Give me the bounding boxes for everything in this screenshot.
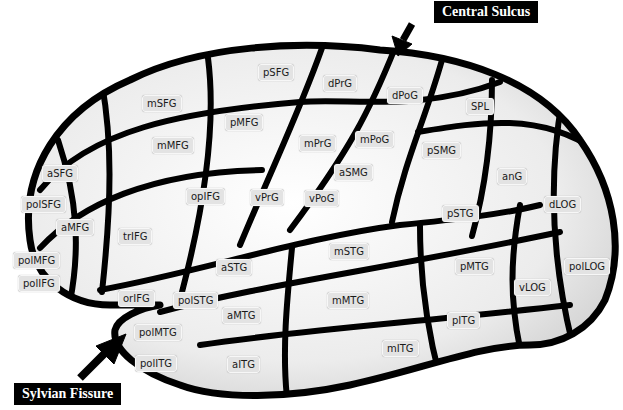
region-name: pMTG: [460, 261, 489, 272]
region-label: pMFG: [225, 114, 263, 131]
region-label: aSTG: [216, 259, 252, 276]
region-label: vLOG: [514, 279, 551, 296]
region-label: vPrG: [250, 189, 284, 206]
region-name: aSMG: [339, 167, 368, 178]
region-label: mSFG: [142, 95, 182, 112]
region-label: vPoG: [304, 190, 339, 207]
region-name: mSFG: [147, 98, 177, 109]
pointer-arrow: [80, 334, 126, 378]
region-label: mMFG: [152, 137, 194, 154]
region-name: dPrG: [328, 78, 352, 89]
region-name: vLOG: [519, 282, 546, 293]
region-name: polIFG: [23, 278, 55, 289]
region-name: mSTG: [334, 246, 364, 257]
region-label: pSMG: [422, 142, 461, 159]
region-name: pSFG: [263, 67, 289, 78]
region-label: mMTG: [327, 292, 369, 309]
region-name: polMFG: [18, 255, 55, 266]
brain-outline: [28, 45, 615, 395]
region-label: orIFG: [118, 290, 155, 307]
region-label: aMFG: [56, 219, 94, 236]
callout-box: Central Sulcus: [434, 1, 538, 23]
region-label: mPrG: [299, 135, 336, 152]
region-label: polITG: [135, 355, 177, 372]
region-name: orIFG: [123, 293, 150, 304]
region-label: dPrG: [323, 75, 357, 92]
region-label: aSMG: [334, 164, 373, 181]
region-name: aMTG: [227, 310, 256, 321]
region-name: opIFG: [191, 191, 220, 202]
region-label: pITG: [447, 312, 480, 329]
region-name: polLOG: [569, 261, 605, 272]
region-label: polIFG: [18, 275, 60, 292]
region-name: aITG: [232, 359, 255, 370]
region-label: pSTG: [442, 205, 479, 222]
region-name: mPrG: [304, 138, 331, 149]
region-name: mPoG: [360, 134, 389, 145]
region-label: pMTG: [455, 258, 494, 275]
region-label: polSFG: [21, 196, 66, 213]
region-name: polSTG: [178, 295, 213, 306]
region-label: mSTG: [329, 243, 369, 260]
region-label: aITG: [227, 356, 260, 373]
region-name: pSTG: [447, 208, 474, 219]
region-label: polLOG: [564, 258, 610, 275]
region-label: pSFG: [258, 64, 294, 81]
region-name: anG: [502, 171, 522, 182]
region-label: opIFG: [186, 188, 225, 205]
region-name: pITG: [452, 315, 475, 326]
region-label: mPoG: [355, 131, 394, 148]
region-name: mMFG: [157, 140, 189, 151]
region-name: pSMG: [427, 145, 456, 156]
region-name: dPoG: [392, 90, 418, 101]
region-label: polSTG: [173, 292, 218, 309]
region-name: aMFG: [61, 222, 89, 233]
region-label: dPoG: [387, 87, 423, 104]
region-name: trIFG: [123, 231, 147, 242]
region-label: polMTG: [134, 324, 182, 341]
pointer-arrow: [392, 24, 412, 56]
region-name: polITG: [140, 358, 172, 369]
region-name: mMTG: [332, 295, 364, 306]
region-label: SPL: [466, 98, 494, 115]
region-name: polSFG: [26, 199, 61, 210]
region-label: dLOG: [544, 196, 581, 213]
callout-box: Sylvian Fissure: [14, 383, 121, 405]
region-label: polMFG: [13, 252, 60, 269]
region-name: vPoG: [309, 193, 334, 204]
region-name: SPL: [471, 101, 489, 112]
region-name: mITG: [387, 343, 414, 354]
region-label: aSFG: [42, 165, 78, 182]
region-name: aSTG: [221, 262, 247, 273]
region-name: polMTG: [139, 327, 177, 338]
callout-text: Central Sulcus: [442, 4, 530, 20]
region-name: pMFG: [230, 117, 258, 128]
region-label: mITG: [382, 340, 419, 357]
region-name: vPrG: [255, 192, 279, 203]
region-name: aSFG: [47, 168, 73, 179]
region-label: trIFG: [118, 228, 152, 245]
callout-text: Sylvian Fissure: [22, 386, 113, 402]
region-name: dLOG: [549, 199, 576, 210]
region-label: anG: [497, 168, 527, 185]
region-label: aMTG: [222, 307, 261, 324]
brain-surface: [28, 45, 615, 395]
